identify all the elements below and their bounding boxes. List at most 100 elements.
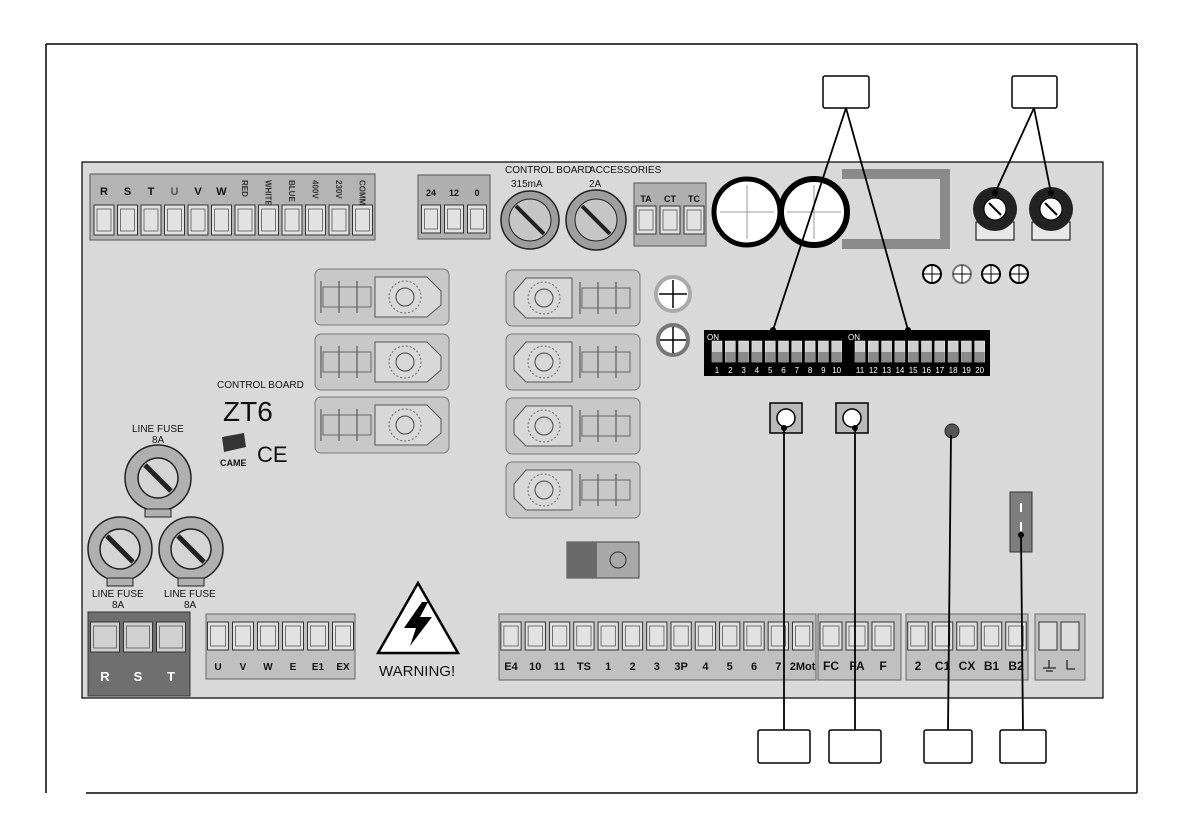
indicator-top (654, 275, 692, 313)
dip-lever-knob (934, 352, 945, 362)
dip-lever-knob (974, 352, 985, 362)
thermal-terminals-slot-2 (683, 205, 705, 235)
supply-out-terminals-slot-2 (467, 204, 487, 234)
motor-terminal-slot-9 (305, 204, 326, 236)
motor-out-terminals-label-2: W (263, 662, 273, 673)
command-terminals-label-8: 4 (702, 661, 709, 673)
came-logo: CAME (220, 433, 247, 468)
power-in-terminals-label-1: S (134, 669, 143, 684)
small-relay (566, 541, 640, 579)
motor-terminal-slot-0 (93, 204, 115, 236)
dip-switch-1-number-9: 10 (832, 366, 841, 375)
dip-lever-knob (921, 352, 932, 362)
warning-sign (375, 580, 461, 655)
motor-terminal-slot-8 (281, 204, 303, 236)
line-fuse-top-rating: 8A (152, 435, 165, 446)
line-fuse-top (124, 444, 192, 518)
motor-terminal-slot-6 (234, 204, 256, 236)
status-led (944, 423, 960, 439)
motor-out-terminals-label-4: E1 (312, 662, 325, 673)
push-button-2[interactable] (835, 402, 869, 434)
command-terminals-slot-8 (694, 621, 717, 651)
relay (314, 268, 450, 326)
terminal-screw (822, 625, 840, 647)
limit-terminals-slot-0 (819, 621, 843, 651)
leader-lines (772, 107, 1052, 731)
transformer (842, 169, 950, 249)
encoder-terminals-slot-3 (980, 621, 1003, 651)
trimmer-left (973, 187, 1017, 241)
dip-on-label-2: ON (848, 333, 860, 342)
line-fuse-right (158, 516, 224, 587)
dip-switch-2-number-5: 16 (922, 366, 931, 375)
thermal-terminals-slot-0 (635, 205, 657, 235)
motor-terminal-slot-7 (258, 204, 279, 236)
accessories-fuse-rating: 2A (589, 179, 602, 190)
motor-out-terminals-slot-0 (207, 621, 229, 651)
terminal-screw (503, 625, 519, 647)
dip-lever-knob (765, 352, 776, 362)
terminal-screw (310, 625, 326, 647)
command-terminals-slot-7 (670, 621, 692, 651)
dip-lever-knob (818, 352, 829, 362)
motor-out-terminals-slot-3 (282, 621, 304, 651)
relay-group-right (505, 269, 641, 519)
command-terminals-label-3: TS (577, 661, 591, 673)
supply-out-terminals-label-0: 24 (426, 188, 436, 198)
terminal-screw (983, 625, 1000, 647)
motor-terminal-label-0: R (100, 186, 108, 198)
motor-terminal-label-2: T (148, 186, 155, 198)
terminal-screw (120, 208, 135, 232)
relay (314, 396, 450, 454)
dip-lever-knob (805, 352, 816, 362)
motor-terminal-slot-10 (328, 204, 350, 236)
motor-terminal-slot-11 (352, 204, 373, 236)
power-in-terminals-slot-2 (156, 621, 186, 653)
dip-switch-1-number-7: 8 (808, 366, 813, 375)
command-terminals-label-9: 5 (727, 661, 733, 673)
dip-switch-2-number-7: 18 (949, 366, 958, 375)
thermal-terminals-label-0: TA (640, 194, 652, 204)
power-in-terminals-label-0: R (100, 669, 110, 684)
relay (505, 333, 641, 391)
terminal-screw (576, 625, 592, 647)
command-terminals-slot-12 (791, 621, 814, 651)
indicator-bottom (656, 323, 690, 357)
dip-lever-knob (778, 352, 789, 362)
encoder-terminals-label-0: 2 (915, 659, 922, 673)
power-in-terminals-label-2: T (167, 669, 175, 684)
power-input-block: R S T (87, 611, 191, 697)
motor-terminal-slot-3 (164, 204, 185, 236)
ce-mark: CE (257, 442, 288, 467)
dip-switch-1-number-0: 1 (715, 366, 720, 375)
line-fuse-right-rating: 8A (184, 600, 197, 611)
command-terminals-slot-6 (646, 621, 668, 651)
dip-switch-2-number-4: 15 (909, 366, 918, 375)
limit-terminals-label-2: F (879, 659, 886, 673)
terminal-screw (600, 625, 616, 647)
control-board-fuse (500, 190, 560, 250)
terminal-screw (848, 625, 866, 647)
supply-out-terminals-label-2: 0 (474, 188, 479, 198)
dip-lever-knob (855, 352, 865, 362)
dip-switch-2-number-3: 14 (895, 366, 904, 375)
capacitor-right (778, 176, 850, 248)
warning-label: WARNING! (379, 663, 455, 680)
terminal-screw (552, 625, 568, 647)
terminal-screw (770, 625, 786, 647)
dip-lever-knob (948, 352, 959, 362)
command-terminals-label-7: 3P (674, 661, 687, 673)
dip-lever-knob (725, 352, 736, 362)
relay (505, 397, 641, 455)
callout-box-trimmers (1011, 75, 1058, 109)
terminal-screw (638, 209, 654, 231)
terminal-screw (190, 208, 206, 232)
terminal-screw (235, 625, 251, 647)
command-terminals-label-10: 6 (751, 661, 757, 673)
terminal-screw (284, 208, 300, 232)
terminal-screw (143, 208, 159, 232)
